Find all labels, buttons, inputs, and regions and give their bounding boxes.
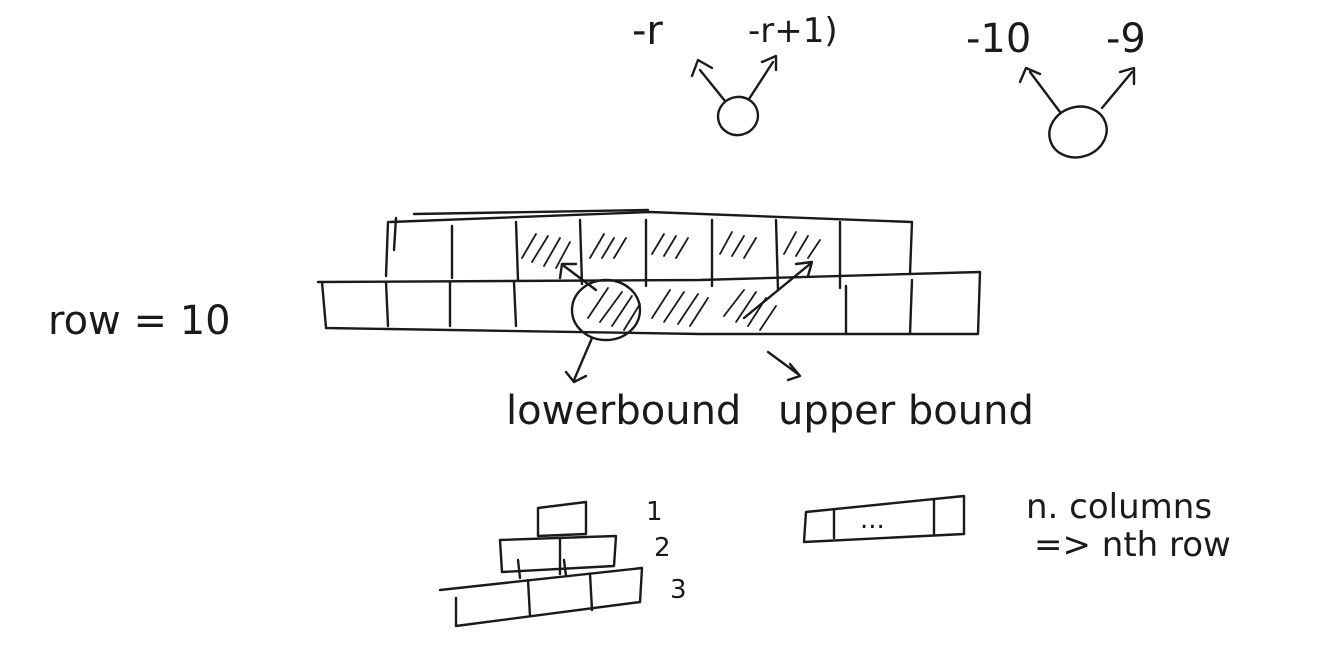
- upper-row-hatching: [521, 231, 821, 269]
- lower-cell-dividers: [384, 278, 914, 336]
- label-neg-r: -r: [632, 8, 663, 54]
- label-row-eq-10: row = 10: [48, 298, 231, 344]
- upper-bound-pointer-arrow: [766, 350, 802, 382]
- pyramid-label-2: 2: [654, 533, 671, 563]
- upper-row-outline: [384, 210, 914, 278]
- lower-row-outline: [316, 270, 982, 336]
- label-nth-row: => nth row: [1034, 525, 1231, 565]
- pyramid-label-3: 3: [670, 575, 687, 605]
- pyramid-row-2: [498, 534, 618, 576]
- arrow-up-left-r: [690, 58, 727, 103]
- label-neg-10: -10: [966, 16, 1031, 62]
- bound-pointers: lowerbound upper bound: [506, 336, 1034, 434]
- upper-row-left-tick: [392, 216, 398, 252]
- pyramid-ticks: [516, 558, 568, 580]
- upper-row-top-stroke: [412, 208, 650, 216]
- upper-cell-dividers: [450, 218, 842, 292]
- neighbor-diagram-10: -10 -9: [966, 16, 1146, 159]
- single-row-diagram: ...: [802, 494, 966, 544]
- neighbor-diagram-r: -r -r+1): [632, 8, 838, 137]
- arrow-up-left-10: [1018, 66, 1062, 114]
- pyramid-label-1: 1: [646, 497, 663, 527]
- node-circle-10: [1048, 105, 1108, 159]
- label-neg-r-plus-1: -r+1): [748, 11, 838, 51]
- pyramid-row-1: [536, 500, 588, 538]
- lower-bound-inner-arrow: [558, 262, 598, 292]
- upper-bound-inner-arrow: [742, 260, 814, 320]
- label-lower-bound: lowerbound: [506, 388, 741, 434]
- label-n-columns: n. columns: [1026, 487, 1212, 527]
- upper-row: [384, 208, 914, 292]
- lower-row: [316, 260, 982, 342]
- lower-row-hatching: [587, 287, 777, 331]
- pyramid-row-3: [438, 566, 644, 628]
- label-neg-9: -9: [1106, 16, 1146, 62]
- single-row-ellipsis: ...: [860, 505, 885, 535]
- arrow-up-right-r: [747, 54, 778, 101]
- pyramid-diagram: 1 2 3: [438, 497, 687, 628]
- arrow-up-right-10: [1100, 66, 1136, 110]
- single-row-box: [802, 494, 966, 544]
- label-upper-bound: upper bound: [778, 388, 1034, 434]
- node-circle-r: [716, 95, 760, 137]
- lower-bound-circle: [570, 278, 642, 342]
- lower-bound-pointer-arrow: [564, 336, 594, 384]
